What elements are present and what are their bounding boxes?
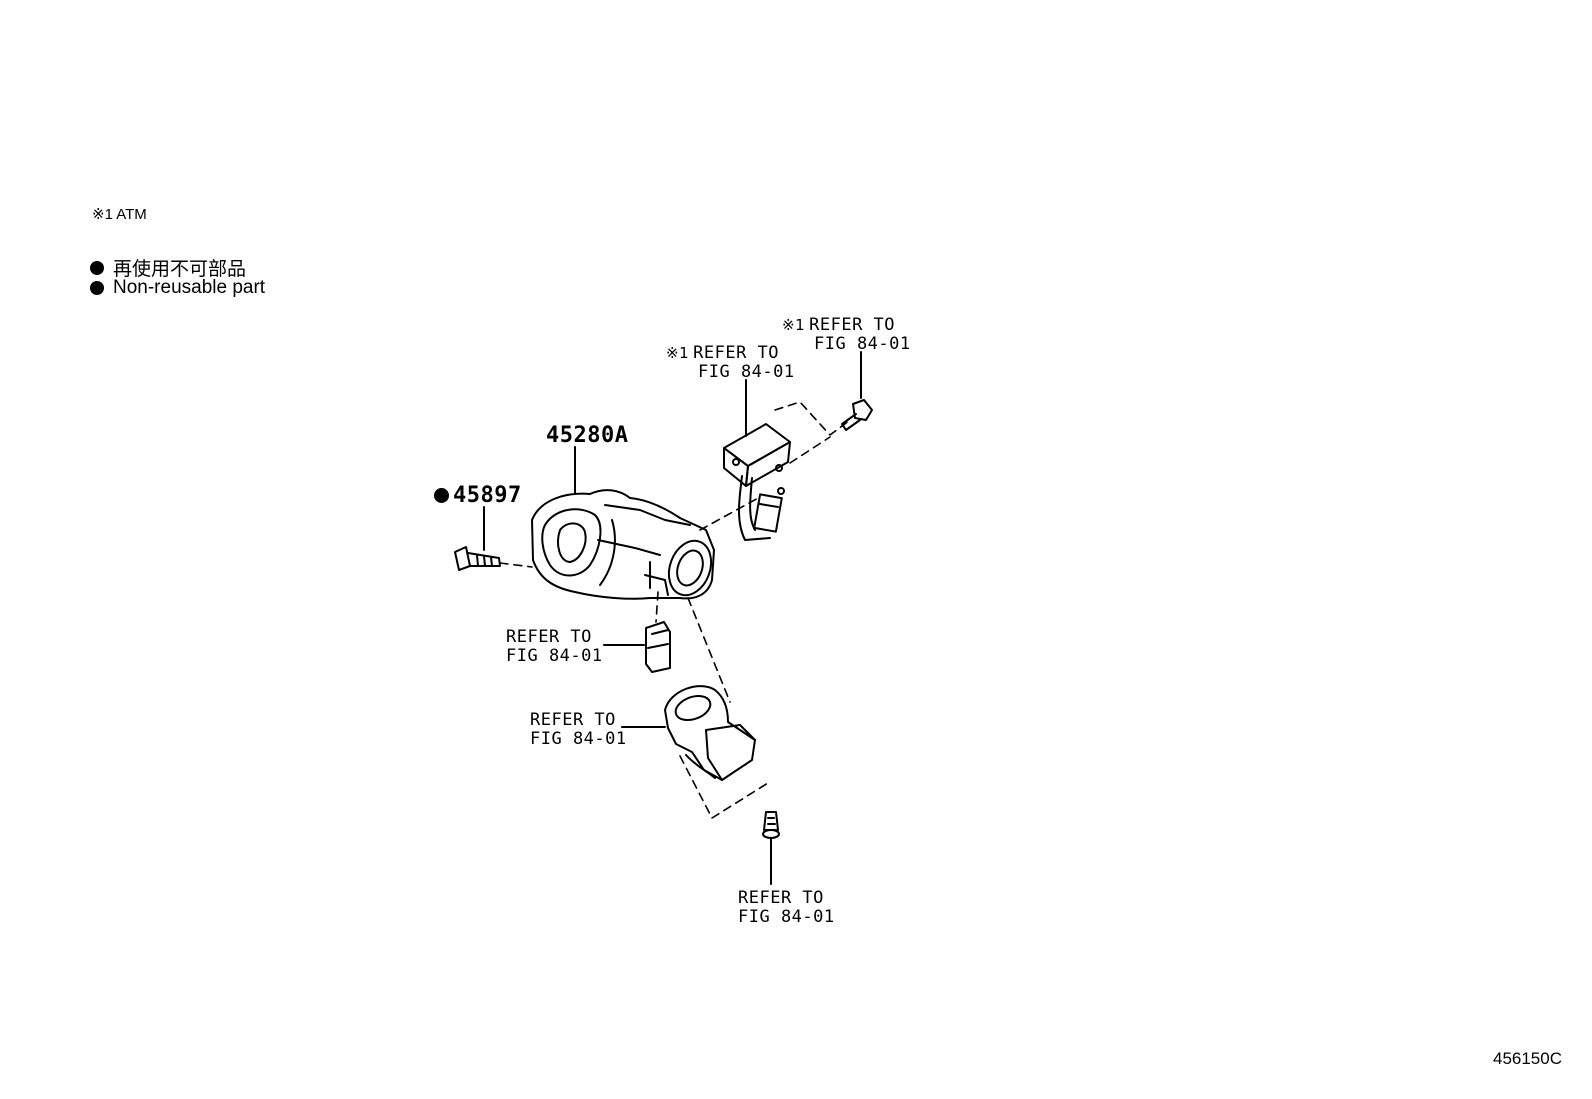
atm-note: ※1 ATM <box>92 206 147 223</box>
callout-line2: FIG 84-01 <box>738 907 835 927</box>
non-reusable-dot-icon <box>90 281 104 295</box>
legend-en-label: Non-reusable part <box>113 277 266 298</box>
part-number-45280a[interactable]: 45280A <box>546 423 629 448</box>
callout-line1: REFER TO <box>506 627 592 647</box>
switch-connector-icon <box>645 621 671 673</box>
legend-non-reusable-jp: 再使用不可部品 <box>90 254 246 281</box>
callout-mark: ※1 <box>666 344 690 362</box>
ignition-housing-icon <box>531 489 715 600</box>
callout-line2: FIG 84-01 <box>698 362 795 382</box>
part-45897-label: 45897 <box>453 483 522 508</box>
screw-upper-right-icon <box>841 399 873 431</box>
callout-lower-left[interactable]: REFER TO FIG 84-01 <box>530 711 627 749</box>
assembly-dashed-lines <box>499 401 851 819</box>
ignition-switch-icon <box>664 685 756 781</box>
callout-line1: REFER TO <box>809 315 896 335</box>
part-number-45897[interactable]: 45897 <box>434 483 522 508</box>
screw-bottom-icon <box>762 811 780 839</box>
callout-line2: FIG 84-01 <box>814 334 911 354</box>
callout-middle-left[interactable]: REFER TO FIG 84-01 <box>506 628 603 666</box>
callout-line1: REFER TO <box>530 710 616 730</box>
diagram-number: 456150C <box>1492 1049 1562 1068</box>
legend-jp-label: 再使用不可部品 <box>113 259 247 280</box>
non-reusable-dot-icon <box>90 260 104 275</box>
bolt-45897-icon <box>454 546 501 571</box>
callout-line2: FIG 84-01 <box>506 646 603 666</box>
callout-line2: FIG 84-01 <box>530 729 627 749</box>
legend-non-reusable-en: Non-reusable part <box>90 277 265 299</box>
leader-lines <box>483 351 862 885</box>
callout-bottom[interactable]: REFER TO FIG 84-01 <box>738 889 835 927</box>
callout-mark: ※1 <box>782 316 806 334</box>
non-reusable-dot-icon <box>434 488 449 503</box>
interlock-solenoid-icon <box>723 423 791 541</box>
callout-line1: REFER TO <box>738 888 824 908</box>
callout-line1: REFER TO <box>693 343 780 363</box>
